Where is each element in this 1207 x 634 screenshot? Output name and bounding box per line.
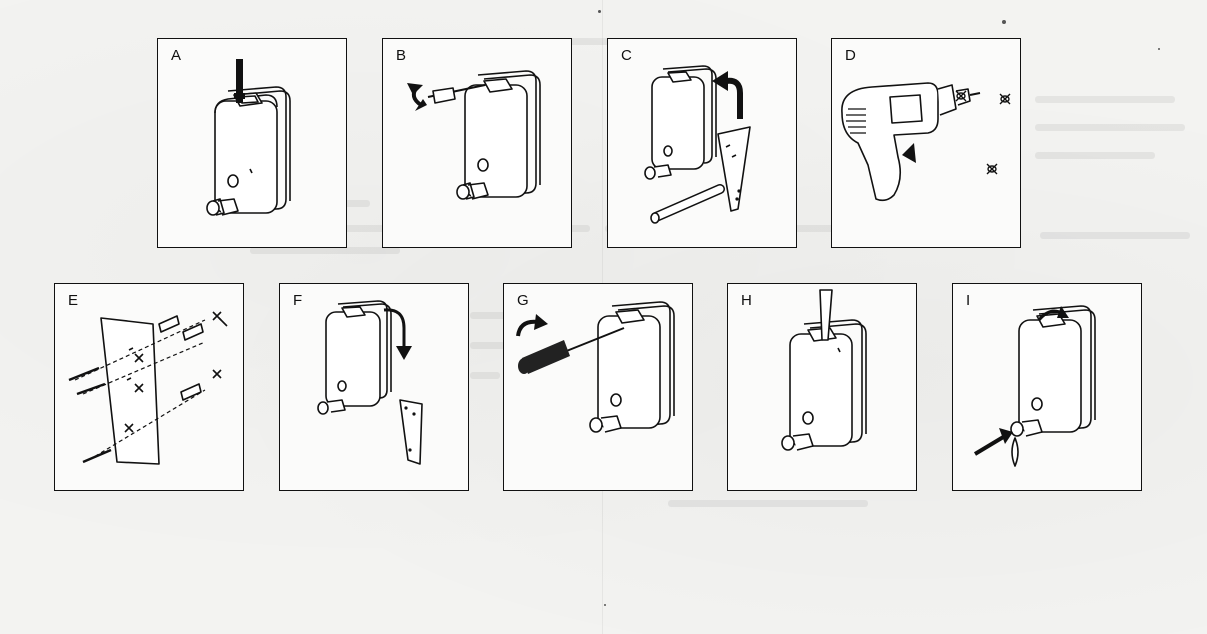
lock-and-dispense-illustration — [973, 305, 1096, 467]
step-label: G — [517, 292, 529, 309]
step-panel-c: C — [607, 38, 797, 248]
step-label: A — [171, 47, 182, 64]
tighten-screw-illustration — [516, 301, 675, 433]
step-panel-b: B — [382, 38, 572, 248]
step-panel-g: G — [503, 283, 693, 491]
step-label: B — [396, 47, 407, 64]
remove-bracket-illustration — [644, 65, 751, 224]
dust-speck — [598, 10, 601, 13]
hang-dispenser-illustration — [317, 300, 423, 465]
mount-bracket-anchors-illustration — [68, 311, 228, 465]
step-label: F — [293, 292, 303, 309]
step-panel-i: I — [952, 283, 1142, 491]
bleed-through-line — [1035, 96, 1175, 103]
step-label: D — [845, 47, 856, 64]
dust-speck — [604, 604, 606, 606]
step-panel-d: D — [831, 38, 1021, 248]
bleed-through-line — [470, 342, 505, 349]
dust-speck — [1158, 48, 1160, 50]
bleed-through-line — [668, 500, 868, 507]
dust-speck — [1002, 20, 1006, 24]
remove-screw-illustration — [407, 70, 541, 200]
bleed-through-line — [1035, 124, 1185, 131]
fill-soap-illustration — [781, 289, 867, 451]
step-label: I — [966, 292, 971, 309]
step-panel-f: F — [279, 283, 469, 491]
step-panel-h: H — [727, 283, 917, 491]
bleed-through-line — [1035, 152, 1155, 159]
step-label: H — [741, 292, 752, 309]
step-label: C — [621, 47, 632, 64]
bleed-through-line — [470, 312, 530, 319]
drill-holes-illustration — [841, 82, 1011, 202]
bleed-through-line — [470, 372, 500, 379]
step-label: E — [68, 292, 79, 309]
step-panel-e: E — [54, 283, 244, 491]
step-panel-a: A — [157, 38, 347, 248]
bleed-through-line — [250, 247, 400, 254]
soap-dispenser-insert-key-illustration — [206, 59, 291, 216]
bleed-through-line — [1040, 232, 1190, 239]
